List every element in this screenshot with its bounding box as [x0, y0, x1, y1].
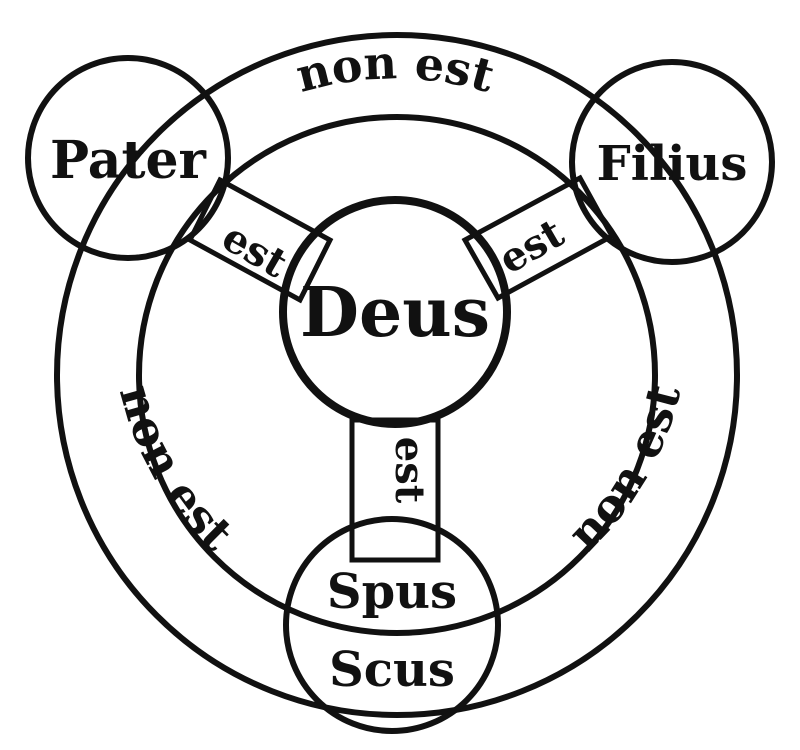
node-pater-label: Pater: [50, 130, 207, 191]
link-pater-filius-text: non est: [291, 35, 501, 103]
node-spiritus-label-line1: Spus: [327, 564, 457, 620]
link-spiritus-deus-label: est: [386, 437, 433, 504]
spoke-filius: [461, 174, 616, 302]
node-spiritus-circle: [283, 516, 501, 734]
inner-ring: [136, 114, 658, 636]
node-pater-circle: [25, 55, 231, 261]
node-deus-label: Deus: [300, 273, 490, 353]
node-spiritus-label-line2: Scus: [329, 642, 455, 698]
outer-ring: [54, 32, 740, 718]
node-filius-label: Filius: [597, 136, 748, 192]
spoke-pater: [186, 176, 334, 304]
link-filius-spiritus-label: non est: [557, 379, 691, 561]
link-pater-deus-label: est: [214, 213, 295, 287]
link-pater-spiritus-label: non est: [109, 379, 244, 561]
link-filius-spiritus-text: non est: [557, 379, 691, 561]
node-filius-circle: [569, 59, 775, 265]
link-pater-filius-label: non est: [291, 35, 501, 103]
link-pater-spiritus-text: non est: [109, 379, 244, 561]
node-deus-circle: [279, 196, 511, 428]
